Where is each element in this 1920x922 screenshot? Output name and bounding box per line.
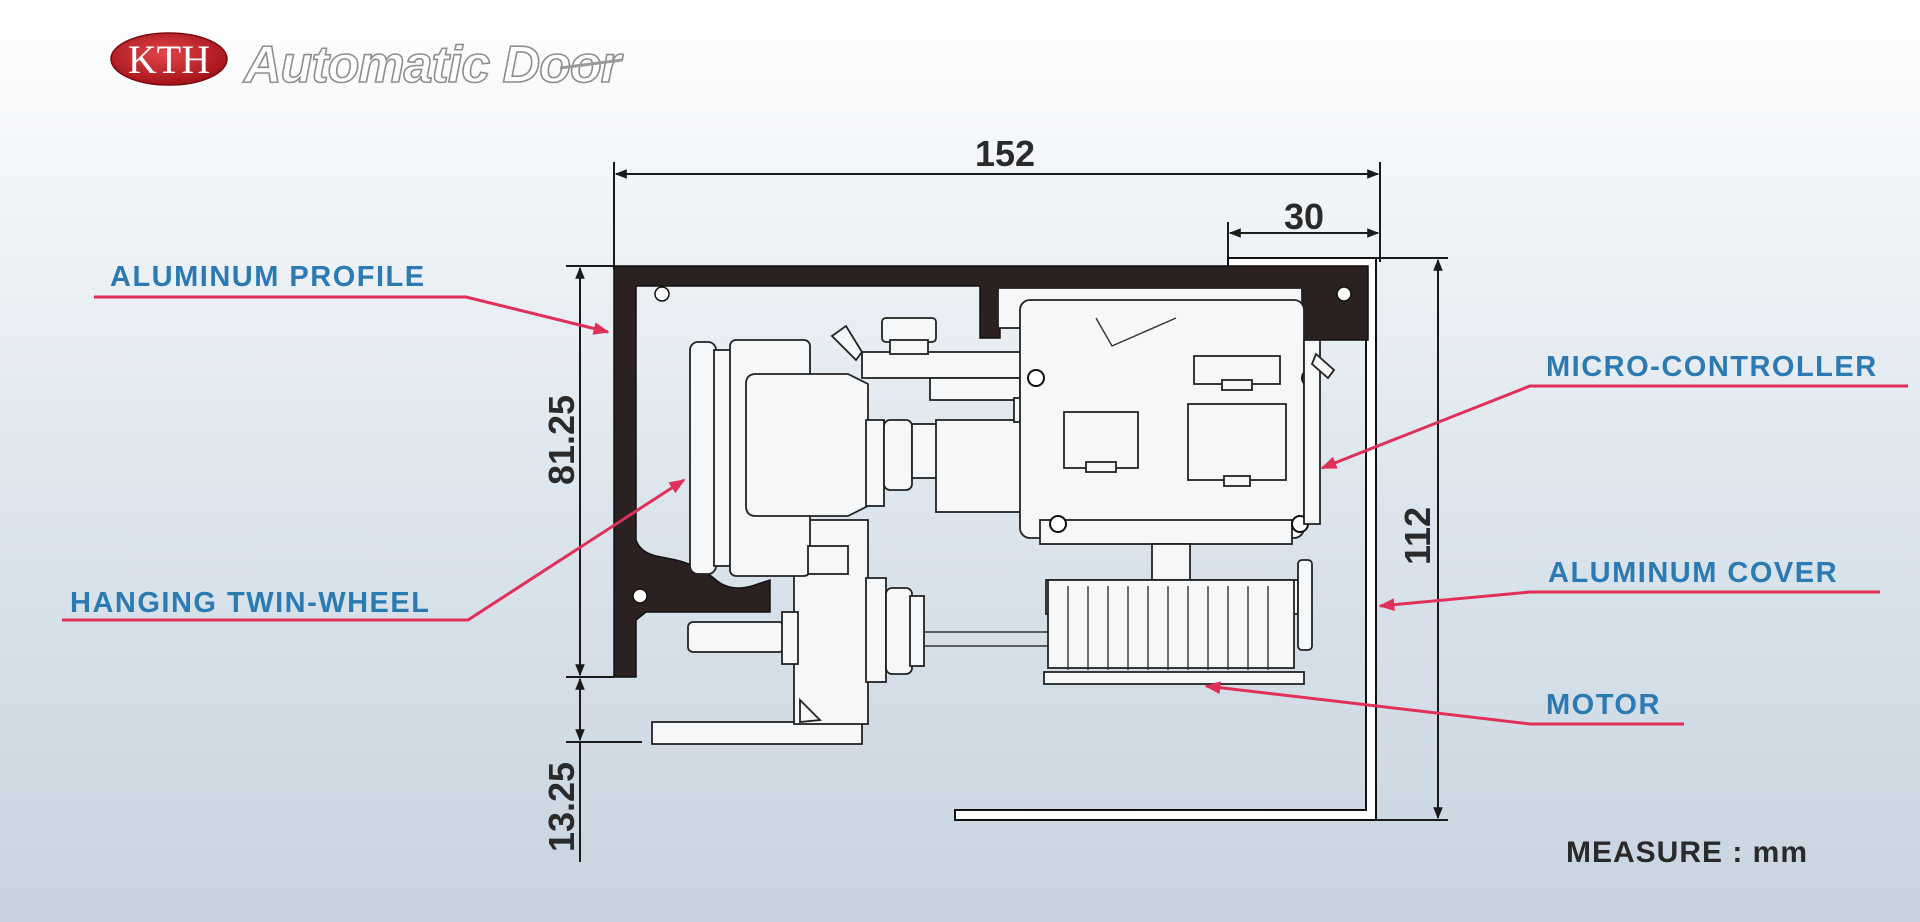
- brand-logo: KTH Automatic Door: [110, 32, 626, 95]
- callout-aluminum-profile: ALUMINUM PROFILE: [94, 261, 610, 335]
- callout-aluminum-cover-label: ALUMINUM COVER: [1548, 557, 1838, 589]
- callout-micro-controller: MICRO-CONTROLLER: [1320, 351, 1908, 470]
- logo-wordmark: Automatic Door: [242, 36, 624, 94]
- dimension-cover-width: 30: [1284, 196, 1324, 237]
- dimension-profile-height: 81.25: [541, 395, 582, 485]
- dimension-bottom-offset: 13.25: [541, 762, 582, 852]
- logo-brand-text: KTH: [128, 37, 210, 82]
- door-operator-cross-section: [613, 257, 1377, 821]
- logo-swoosh: [559, 58, 623, 70]
- callout-aluminum-cover: ALUMINUM COVER: [1378, 557, 1880, 612]
- callout-hanging-twin-wheel: HANGING TWIN-WHEEL: [62, 478, 686, 622]
- callout-motor-label: MOTOR: [1546, 689, 1661, 721]
- motor-assembly: [1043, 543, 1313, 685]
- callout-motor: MOTOR: [1204, 681, 1684, 726]
- units-note: MEASURE : mm: [1566, 836, 1808, 869]
- callout-aluminum-profile-label: ALUMINUM PROFILE: [110, 261, 426, 293]
- dimension-lines: [566, 162, 1448, 862]
- micro-controller-box: [997, 287, 1336, 545]
- logo-oval: [110, 32, 228, 86]
- dimension-total-height: 112: [1397, 507, 1438, 565]
- dimension-overall-width: 152: [975, 133, 1035, 174]
- aluminum-profile-shape: [613, 265, 1369, 678]
- callout-hanging-twin-wheel-label: HANGING TWIN-WHEEL: [70, 587, 430, 619]
- callout-micro-controller-label: MICRO-CONTROLLER: [1546, 351, 1878, 383]
